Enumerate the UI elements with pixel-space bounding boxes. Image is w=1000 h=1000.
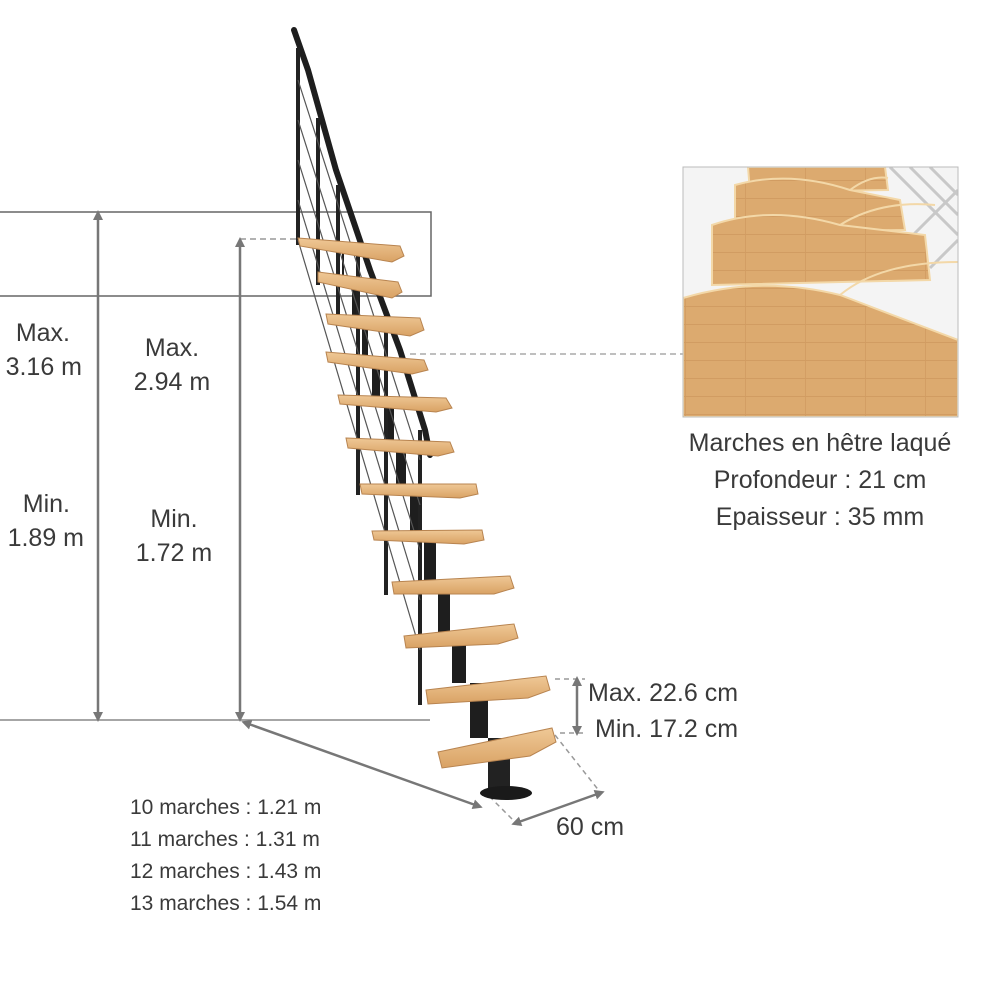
tread: [317, 271, 403, 299]
length-arrow: [241, 719, 483, 810]
handrail: [291, 27, 433, 458]
tread-detail-caption: Marches en hêtre laqué Profondeur : 21 c…: [650, 425, 990, 536]
tread: [297, 237, 405, 263]
floor-height-min-label: Min.: [150, 505, 198, 533]
width-label: 60 cm: [556, 813, 625, 841]
total-height-min-label: Min.: [22, 490, 70, 518]
total-height-min-value: 1.89 m: [7, 524, 84, 552]
tread: [359, 483, 479, 499]
tread-detail-frame: [682, 166, 959, 418]
tread: [437, 727, 557, 769]
tread: [325, 313, 425, 337]
total-height-max-label: Max.: [15, 319, 70, 347]
tread: [325, 351, 429, 375]
length-item: 12 marches : 1.43 m: [130, 860, 322, 883]
tread-material: Marches en hêtre laqué: [688, 429, 952, 457]
stringer: [330, 245, 504, 790]
tread: [403, 623, 519, 649]
width-dashed-right: [554, 734, 601, 793]
floor-height-max-label: Max.: [144, 334, 200, 362]
balusters: [296, 48, 422, 705]
riser-height-min: Min. 17.2 cm: [595, 715, 739, 743]
tread-thickness: Epaisseur : 35 mm: [715, 503, 925, 531]
width-arrow: [511, 789, 605, 827]
length-item: 10 marches : 1.21 m: [130, 796, 322, 819]
staircase: [291, 27, 557, 800]
floor-height-min-value: 1.72 m: [135, 539, 213, 567]
floor-height-max-value: 2.94 m: [133, 368, 211, 396]
total-height-max-value: 3.16 m: [5, 353, 82, 381]
floor-opening-outline: [0, 211, 432, 297]
tread: [425, 675, 551, 705]
base-foot: [480, 786, 532, 800]
riser-height-max: Max. 22.6 cm: [588, 679, 739, 707]
tread: [391, 575, 515, 595]
length-item: 13 marches : 1.54 m: [130, 892, 322, 915]
tread: [337, 394, 453, 413]
treads: [297, 237, 557, 769]
tread-detail-photo: [683, 167, 958, 417]
tread-depth: Profondeur : 21 cm: [713, 466, 927, 494]
tread: [345, 437, 455, 457]
tread: [371, 529, 485, 545]
length-item: 11 marches : 1.31 m: [130, 828, 320, 851]
